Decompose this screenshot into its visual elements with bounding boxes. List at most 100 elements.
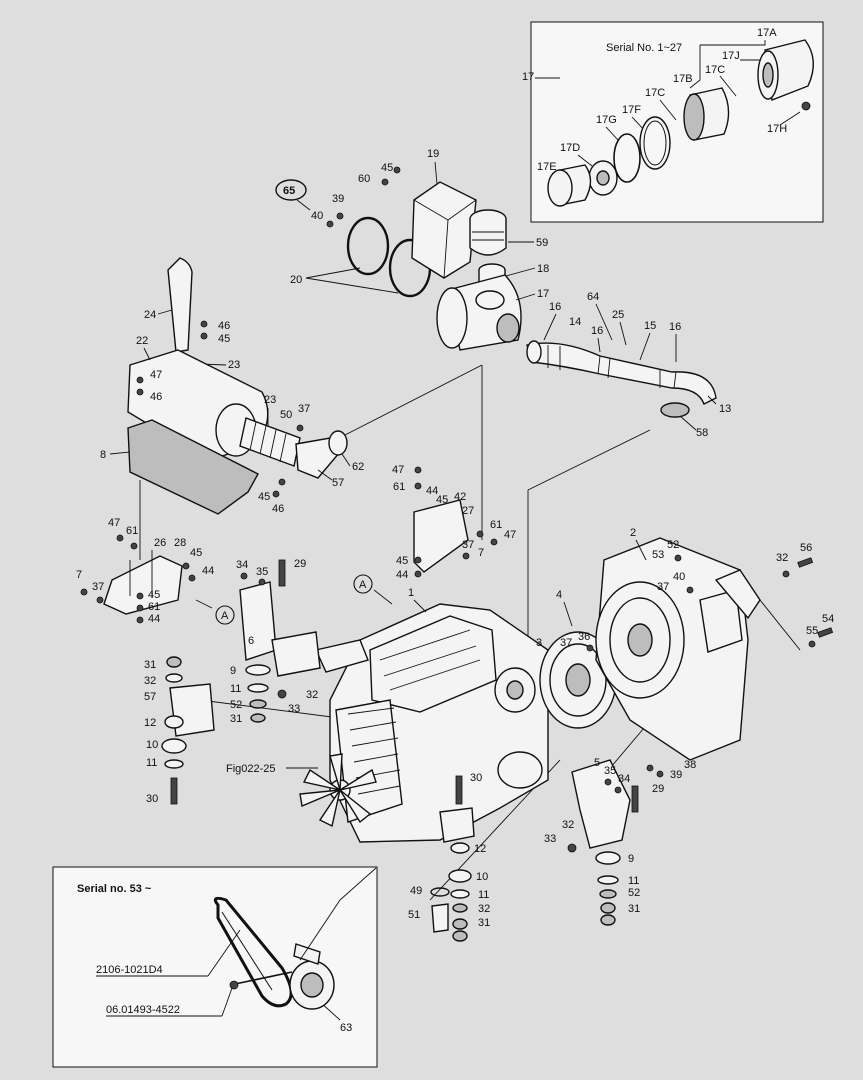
callout-46-b: 46 (150, 391, 162, 403)
intake-hose-group: 16 64 25 14 16 15 16 13 58 (526, 291, 731, 439)
callout-47-a: 47 (150, 369, 162, 381)
callout-34-b: 34 (618, 773, 630, 785)
band-clamp-shape (346, 216, 390, 276)
callout-17C-a: 17C (705, 64, 725, 76)
callout-17H: 17H (767, 123, 787, 135)
callout-52-a: 52 (230, 699, 242, 711)
callout-4: 4 (556, 589, 562, 601)
hose-clamp-58-shape (660, 402, 690, 418)
mount-bracket-5-shape (571, 759, 631, 849)
muffler-bracket-group: 47 61 26 28 45 44 7 37 45 61 44 A (76, 517, 235, 625)
callout-32-b: 32 (144, 675, 156, 687)
callout-49: 49 (410, 885, 422, 897)
callout-29-b: 29 (652, 783, 664, 795)
callout-30-b: 30 (470, 772, 482, 784)
callout-10-a: 10 (146, 739, 158, 751)
muffler-bracket-shape (103, 555, 183, 615)
callout-17: 17 (537, 288, 549, 300)
callout-45-f: 45 (190, 547, 202, 559)
callout-32-e: 32 (478, 903, 490, 915)
callout-12-b: 12 (474, 843, 486, 855)
callout-14: 14 (569, 316, 581, 328)
air-cleaner-housing-shape (757, 39, 814, 101)
inset-serial-label: Serial No. 1~27 (606, 42, 682, 54)
callout-31-b: 31 (144, 659, 156, 671)
callout-59: 59 (536, 237, 548, 249)
callout-55: 55 (806, 625, 818, 637)
inset-belt: Serial no. 53 ~ 2106-1021D4 06.01493-452… (52, 866, 378, 1068)
callout-54: 54 (822, 613, 834, 625)
figure-reference: Fig022-25 (226, 763, 276, 775)
callout-15: 15 (644, 320, 656, 332)
callout-17-inset: 17 (522, 71, 534, 83)
callout-16-c: 16 (669, 321, 681, 333)
callout-61-b: 61 (490, 519, 502, 531)
inset-air-cleaner: Serial No. 1~27 17 17A 17J 17C 17B 17C 1… (522, 21, 824, 223)
callout-35-a: 35 (256, 566, 268, 578)
radiator-shroud-shape (335, 699, 403, 823)
callout-45-e: 45 (396, 555, 408, 567)
callout-39-b: 39 (670, 769, 682, 781)
callout-22: 22 (136, 335, 148, 347)
callout-45-a: 45 (381, 162, 393, 174)
callout-52-b: 52 (667, 539, 679, 551)
callout-46-c: 46 (272, 503, 284, 515)
center-bracket-group: 47 61 44 45 42 27 61 47 37 7 45 44 (392, 464, 516, 581)
callout-17J: 17J (722, 50, 740, 62)
callout-40-b: 40 (673, 571, 685, 583)
callout-63: 63 (340, 1022, 352, 1034)
callout-62: 62 (352, 461, 364, 473)
callout-10-b: 10 (476, 871, 488, 883)
callout-27: 27 (462, 505, 474, 517)
plug-17H-shape (801, 101, 811, 111)
callout-46-a: 46 (218, 320, 230, 332)
callout-29-a: 29 (294, 558, 306, 570)
inset-belt-serial: Serial no. 53 ~ (77, 883, 152, 895)
callout-19: 19 (427, 148, 439, 160)
callout-38: 38 (684, 759, 696, 771)
callout-37-b: 37 (462, 539, 474, 551)
section-marker-a-left: A (221, 610, 229, 622)
flex-pipe-23-shape (239, 417, 301, 467)
left-engine-mount-group: 34 35 29 6 9 11 32 52 31 33 31 32 57 12 … (144, 558, 321, 805)
callout-53: 53 (652, 549, 664, 561)
callout-9-a: 9 (230, 665, 236, 677)
mount-bracket-6-shape (239, 581, 277, 661)
callout-45-c: 45 (258, 491, 270, 503)
callout-58: 58 (696, 427, 708, 439)
air-intake-group: 65 40 39 20 19 45 60 59 18 (275, 148, 549, 351)
callout-8: 8 (100, 449, 106, 461)
air-cleaner-canister-shape (436, 274, 522, 351)
callout-37-c: 37 (92, 581, 104, 593)
callout-18: 18 (537, 263, 549, 275)
callout-45-d: 45 (436, 494, 448, 506)
front-engine-mount-group: 30 12 10 49 11 32 51 31 (408, 772, 490, 942)
callout-34-a: 34 (236, 559, 248, 571)
callout-2: 2 (630, 527, 636, 539)
callout-44-d: 44 (148, 613, 160, 625)
callout-23-a: 23 (228, 359, 240, 371)
callout-30-a: 30 (146, 793, 158, 805)
callout-5: 5 (594, 757, 600, 769)
callout-64: 64 (587, 291, 599, 303)
callout-44-a: 44 (426, 485, 438, 497)
callout-20: 20 (290, 274, 302, 286)
filter-element-shape (683, 87, 730, 141)
callout-37-a: 37 (298, 403, 310, 415)
callout-65: 65 (283, 185, 295, 197)
callout-52-c: 52 (628, 887, 640, 899)
callout-33-a: 33 (288, 703, 300, 715)
callout-11-b: 11 (146, 757, 157, 769)
callout-17G: 17G (596, 114, 617, 126)
section-marker-a-center: A (359, 579, 367, 591)
tensioner-pulley-shape (229, 943, 335, 1010)
callout-31-c: 31 (628, 903, 640, 915)
callout-9-b: 9 (628, 853, 634, 865)
callout-11-a: 11 (230, 683, 241, 695)
callout-3: 3 (536, 637, 542, 649)
callout-40: 40 (311, 210, 323, 222)
callout-60: 60 (358, 173, 370, 185)
callout-45-b: 45 (218, 333, 230, 345)
callout-44-c: 44 (202, 565, 214, 577)
